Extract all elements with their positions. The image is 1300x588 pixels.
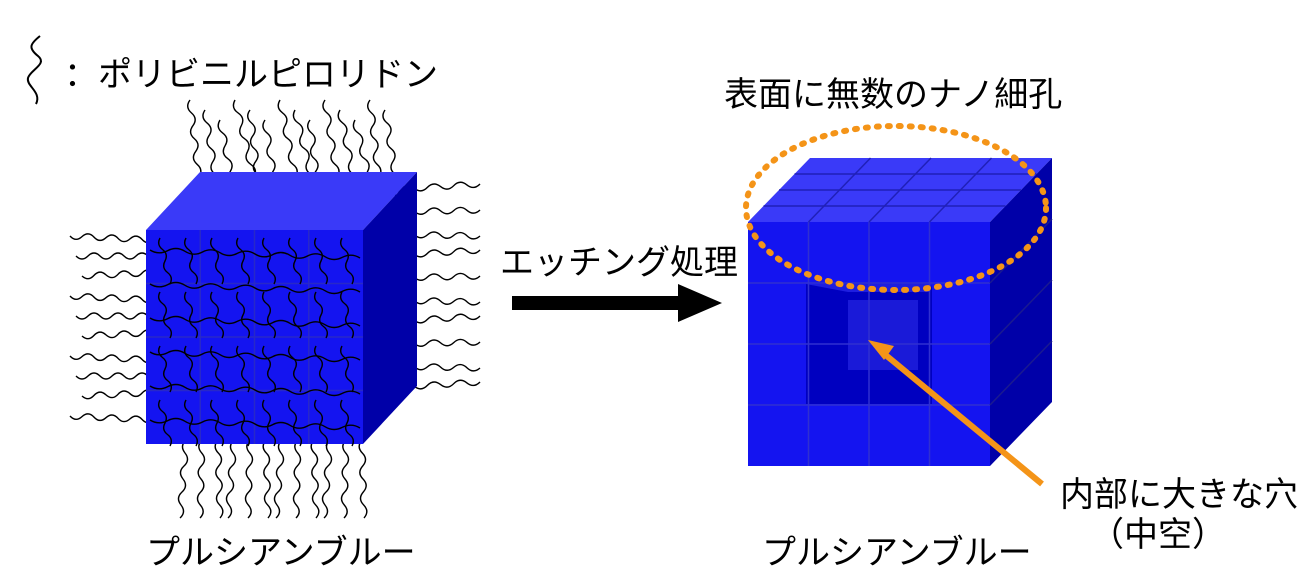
polymer-chain [214,439,224,519]
polymer-chain [69,233,155,244]
polymer-chain [235,237,251,285]
polymer-chain [287,291,303,339]
nanopore-highlight-ellipse [743,123,1049,293]
polymer-chain [262,439,272,519]
polymer-chain [149,315,361,329]
polymer-chain [261,399,277,447]
polymer-chain [149,417,361,431]
polymer-chain [339,237,355,285]
polymer-chain [287,237,303,285]
grid-line [989,340,1053,406]
polymer-chain [273,439,285,519]
polymer-chain [69,353,155,364]
squiggle-icon [26,35,42,105]
polymer-chain [358,439,368,519]
left-cube-side-face [363,172,417,444]
polymer-chain [177,439,189,519]
polymer-chain [209,237,225,285]
polymer-chain [149,247,361,261]
polymer-chain [157,291,173,339]
polymer-chain [339,399,355,447]
polymer-chain [209,345,225,393]
surface-nanopore-label: 表面に無数のナノ細孔 [724,75,1063,115]
etching-process-label: エッチング処理 [500,243,738,283]
polymer-chain [183,399,199,447]
polymer-chain [313,237,329,285]
polymer-chain [235,399,251,447]
grid-line [928,157,993,223]
interior-hole-label: 内部に大きな穴 [1060,475,1298,515]
polymer-chain [235,291,251,339]
polymer-chain [287,399,303,447]
polymer-chain [339,291,355,339]
interior-pointer-arrow [868,340,1044,487]
grid-line [989,279,1053,345]
polymer-chain [261,345,277,393]
pointer-head [868,340,894,360]
hollow-label: （中空） [1090,515,1226,555]
left-cube [146,172,417,444]
polymer-chain [157,399,173,447]
polymer-chain [69,413,155,424]
polymer-chain [261,291,277,339]
polymer-chain [313,291,329,339]
polymer-chain [183,291,199,339]
polymer-chain [321,439,333,519]
polymer-chain [313,345,329,393]
polymer-chain [157,237,173,285]
polymer-chain [287,345,303,393]
pointer-shaft [880,349,1044,487]
right-cube [748,157,1053,466]
left-cube-top-face [146,172,417,230]
hollow-inner-wall [848,300,918,370]
legend-label: ：ポリビニルピロリドン [64,55,438,95]
right-cube-caption: プルシアンブルー [762,533,1032,573]
polymer-chain [69,293,155,304]
right-cube-grid [748,157,1053,466]
polymer-chain [225,439,237,519]
polymer-chain [196,439,206,519]
polymer-chain [149,281,361,295]
polymer-chain [149,349,361,363]
polymer-chain [149,383,361,397]
polymer-chain [339,345,355,393]
arrow-head [678,284,722,322]
arrow-shaft [512,296,682,310]
polymer-chain [310,439,320,519]
left-cube-caption: プルシアンブルー [146,533,416,573]
polymer-chain [313,399,329,447]
polymer-chain [340,439,350,519]
polymer-chain [292,439,302,519]
polymer-chain [183,237,199,285]
etching-arrow [512,284,722,322]
polymer-chain [209,399,225,447]
polymer-chains-front [149,237,361,447]
polymer-chain [261,237,277,285]
polymer-chain [209,291,225,339]
polymer-chain [244,439,254,519]
